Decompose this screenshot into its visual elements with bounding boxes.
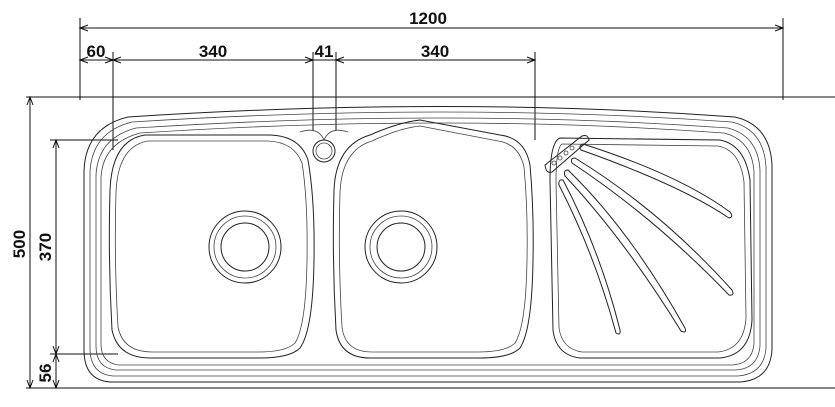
bowl-depth-label: 370 <box>36 233 55 261</box>
center-gap-label: 41 <box>315 42 334 61</box>
bottom-margin-label: 56 <box>36 364 55 383</box>
right-bowl-width-label: 340 <box>421 42 449 61</box>
drainboard <box>544 135 753 359</box>
right-bowl <box>332 119 534 359</box>
right-drain-ring <box>369 215 433 279</box>
dimension-lines-left <box>26 95 835 390</box>
right-drain-inner <box>376 222 426 272</box>
overall-width-label: 1200 <box>409 9 447 28</box>
center-tap-hole <box>299 129 349 163</box>
dimension-lines-top <box>78 18 785 150</box>
left-drain-outer <box>208 210 282 284</box>
right-drain-outer <box>364 210 438 284</box>
drainboard-grooves <box>558 143 734 335</box>
left-bowl-width-label: 340 <box>199 42 227 61</box>
overall-depth-label: 500 <box>10 230 29 258</box>
drainboard-slot <box>544 135 590 173</box>
left-drain-ring <box>213 215 277 279</box>
left-bowl <box>108 134 315 359</box>
dimension-labels: 1200 60 340 41 340 500 370 56 <box>10 9 449 382</box>
left-margin-label: 60 <box>87 42 106 61</box>
left-drain-inner <box>220 222 270 272</box>
sink-body <box>83 106 773 383</box>
